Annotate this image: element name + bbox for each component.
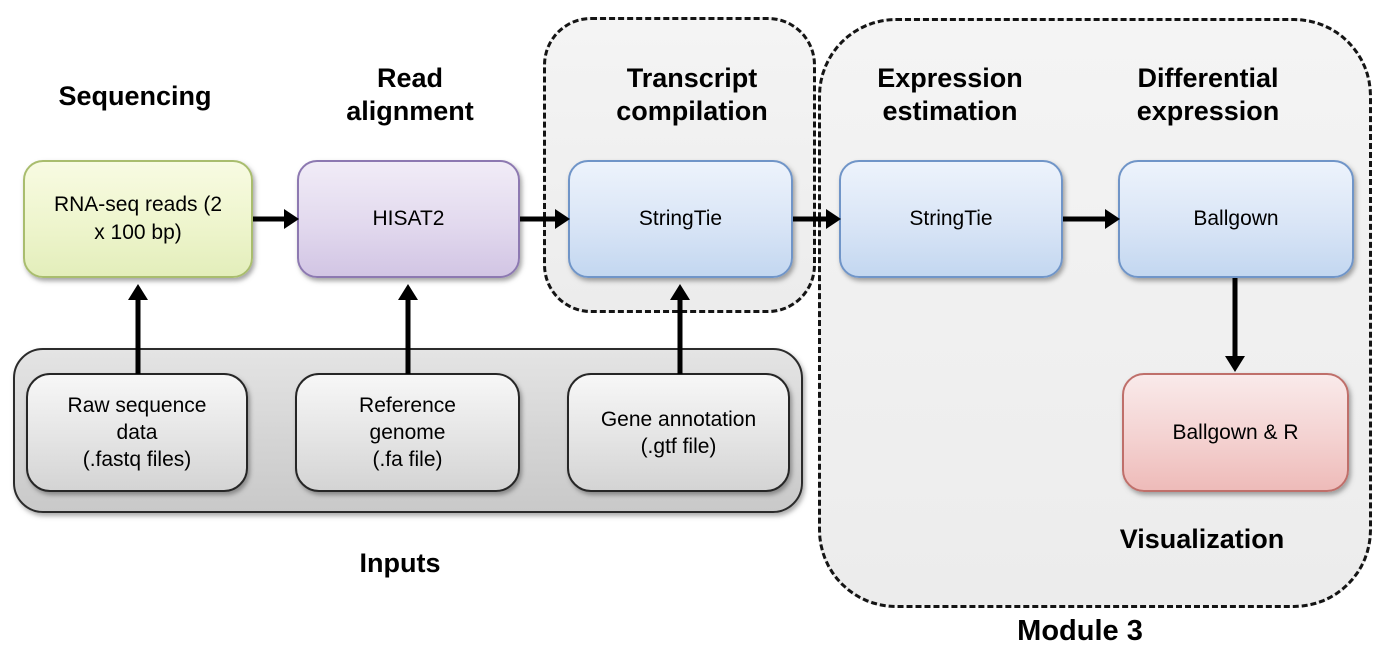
header-read-alignment: Read alignment: [346, 63, 474, 126]
node-ballgown-r: Ballgown & R: [1122, 373, 1349, 492]
arrow-head-icon: [826, 209, 841, 229]
arrow-head-icon: [670, 284, 690, 300]
header-transcript-compilation: Transcript compilation: [616, 63, 768, 126]
arrow-head-icon: [128, 284, 148, 300]
label-inputs: Inputs: [359, 548, 441, 578]
arrow-stem: [405, 297, 411, 374]
arrow-annotation-to-stringtie: [668, 284, 692, 374]
node-rnaseq-reads: RNA-seq reads (2 x 100 bp): [23, 160, 253, 278]
arrow-head-icon: [284, 209, 299, 229]
node-ballgown: Ballgown: [1118, 160, 1354, 278]
header-sequencing: Sequencing: [58, 81, 212, 111]
arrow-stem: [520, 216, 557, 222]
arrow-stringtie-to-ballgown: [1063, 207, 1120, 231]
module-3-group: [818, 18, 1372, 608]
arrow-stem: [1063, 216, 1107, 222]
arrow-head-icon: [1225, 356, 1245, 372]
arrow-stem: [1232, 278, 1238, 359]
arrow-ballgown-to-ballgown-r: [1223, 278, 1247, 372]
arrow-stringtie-to-stringtie: [793, 207, 841, 231]
node-hisat2: HISAT2: [297, 160, 520, 278]
arrow-rawdata-to-rnaseq: [126, 284, 150, 374]
header-expression-estimation: Expression estimation: [877, 63, 1023, 126]
node-stringtie-assembly: StringTie: [568, 160, 793, 278]
node-gene-annotation: Gene annotation (.gtf file): [567, 373, 790, 492]
arrow-hisat2-to-stringtie: [520, 207, 570, 231]
arrow-head-icon: [1105, 209, 1120, 229]
label-visualization: Visualization: [1119, 524, 1285, 554]
label-module-3: Module 3: [1017, 615, 1143, 647]
arrow-stem: [793, 216, 828, 222]
header-differential-expression: Differential expression: [1136, 63, 1280, 126]
arrow-head-icon: [398, 284, 418, 300]
arrow-stem: [253, 216, 286, 222]
arrow-rnaseq-to-hisat2: [253, 207, 299, 231]
arrow-head-icon: [555, 209, 570, 229]
node-raw-sequence-data: Raw sequence data (.fastq files): [26, 373, 248, 492]
arrow-stem: [677, 297, 683, 374]
node-stringtie-quantification: StringTie: [839, 160, 1063, 278]
arrow-refgenome-to-hisat2: [396, 284, 420, 374]
arrow-stem: [135, 297, 141, 374]
node-reference-genome: Reference genome (.fa file): [295, 373, 520, 492]
